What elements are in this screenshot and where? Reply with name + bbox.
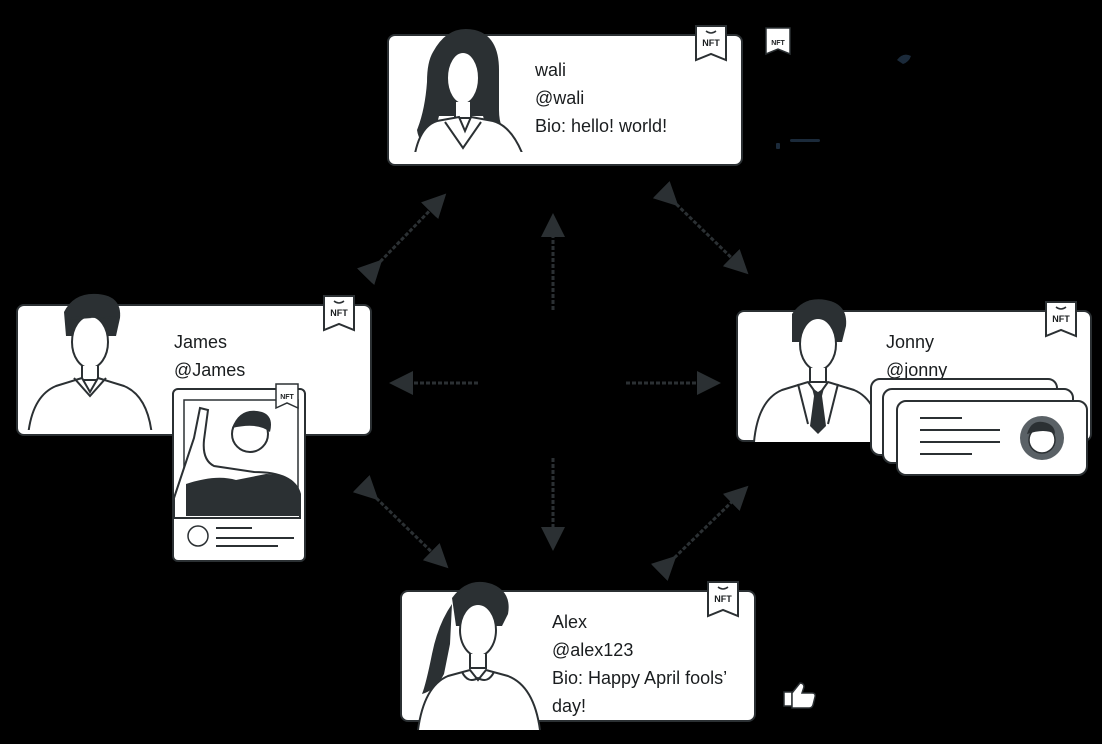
nft-label: NFT	[771, 40, 785, 47]
nft-badge-icon: NFT	[1045, 301, 1077, 338]
user-handle: @alex123	[552, 640, 634, 660]
arrow-james-wali	[356, 193, 447, 286]
nft-badge-icon: NFT	[695, 25, 727, 62]
nft-label: NFT	[1052, 314, 1070, 324]
user-name: Alex	[552, 612, 588, 632]
arrow-wali-jonny	[652, 180, 749, 275]
post-illustration	[173, 399, 301, 547]
user-handle: @jonny	[886, 360, 948, 380]
nft-label: NFT	[702, 38, 720, 48]
arrow-alex-jonny	[650, 485, 749, 582]
arrow-james-alex	[352, 474, 449, 569]
post-card-james[interactable]	[172, 388, 306, 562]
user-bio-line-1: Bio: Happy April fools’	[552, 668, 728, 688]
nft-label: NFT	[330, 308, 348, 318]
user-handle: @wali	[535, 88, 585, 108]
user-card-alex[interactable]: Alex @alex123 Bio: Happy April fools’ da…	[400, 581, 756, 731]
nft-badge-icon: NFT	[275, 383, 299, 410]
user-handle: @James	[174, 360, 246, 380]
user-bio-line-2: day!	[552, 696, 587, 716]
decorative-glyphs	[776, 54, 911, 149]
message-card-front[interactable]	[896, 400, 1088, 476]
thumbs-up-icon	[783, 682, 816, 709]
avatar-james	[27, 293, 153, 430]
nft-badge-icon: NFT	[323, 295, 355, 332]
user-name: Jonny	[886, 332, 935, 352]
user-name: James	[174, 332, 228, 352]
user-name: wali	[535, 60, 567, 80]
user-bio: Bio: hello! world!	[535, 116, 668, 136]
nft-label: NFT	[714, 594, 732, 604]
avatar-wali	[414, 28, 523, 152]
nft-badge-icon: NFT	[765, 27, 791, 56]
user-card-wali[interactable]: wali @wali Bio: hello! world!	[387, 28, 743, 166]
nft-label: NFT	[280, 394, 294, 401]
nft-badge-icon: NFT	[707, 581, 739, 618]
message-content	[920, 416, 1064, 460]
avatar-alex	[417, 581, 541, 731]
bird-icon	[897, 54, 911, 64]
avatar-jonny	[753, 299, 883, 443]
